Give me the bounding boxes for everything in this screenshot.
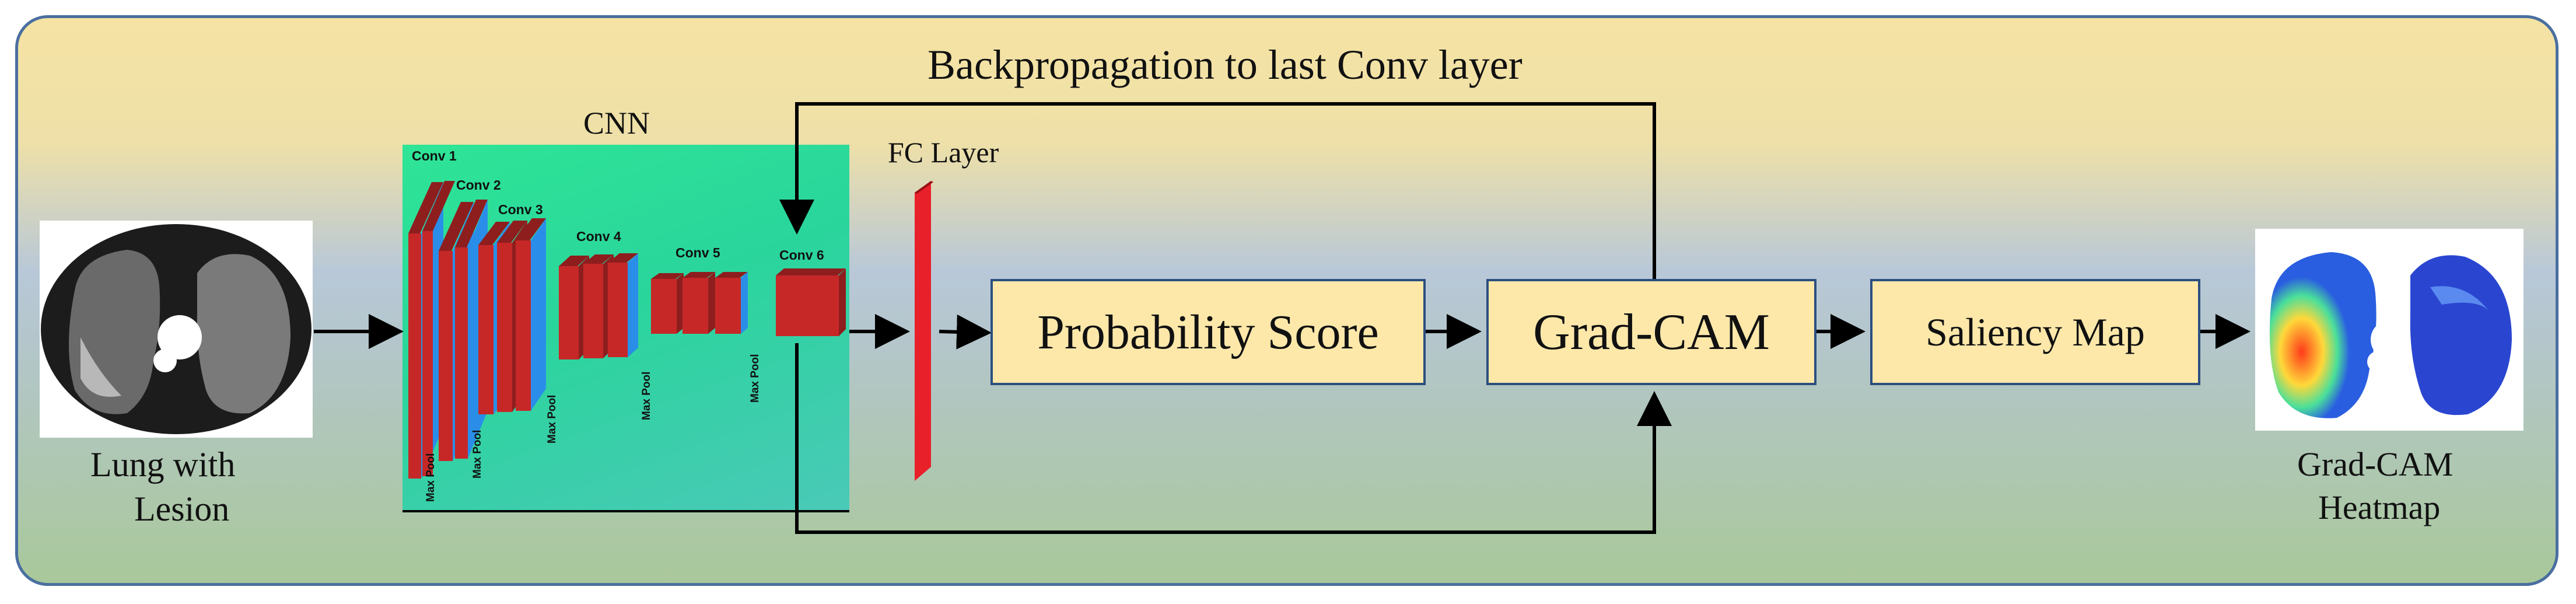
conv1-label: Conv 1 [412,148,457,163]
backprop-label: Backpropagation to last Conv layer [928,41,1522,88]
fc-layer-bar [915,181,931,481]
saliency-map-text: Saliency Map [1926,309,2145,354]
gradcam-text: Grad-CAM [1533,303,1770,361]
probability-score-box: Probability Score [991,279,1426,385]
gradcam-heatmap-icon [2255,229,2524,431]
fc-layer-label: FC Layer [888,136,999,169]
maxpool-label-5: Max Pool [749,354,761,403]
maxpool-label-1: Max Pool [425,453,437,502]
conv6-label: Conv 6 [779,247,824,263]
lung-ct-scan-icon [40,221,313,438]
conv2-label: Conv 2 [456,177,501,193]
input-label-line1: Lung with [90,445,236,484]
saliency-map-box: Saliency Map [1870,279,2200,385]
gradcam-box: Grad-CAM [1486,279,1817,385]
conv3-label: Conv 3 [498,202,543,217]
conv5-label: Conv 5 [676,245,720,260]
conv4-label: Conv 4 [576,229,621,244]
probability-score-text: Probability Score [1037,305,1379,359]
output-label-line2: Heatmap [2318,488,2441,526]
maxpool-label-4: Max Pool [640,371,653,420]
input-label-line2: Lesion [134,490,230,528]
output-label-line1: Grad-CAM [2297,445,2454,483]
cnn-label: CNN [583,106,650,141]
maxpool-label-2: Max Pool [471,430,484,479]
maxpool-label-3: Max Pool [546,394,558,444]
